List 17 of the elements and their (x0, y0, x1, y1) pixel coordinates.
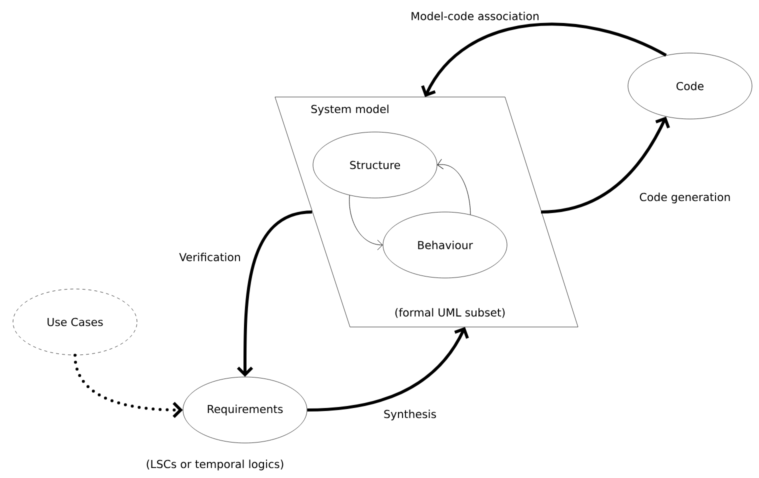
arrow (437, 158, 471, 215)
ellipse-node: Code (628, 52, 752, 120)
arrow (74, 354, 183, 418)
ellipse-node: Requirements (182, 376, 308, 444)
ellipse-node: Behaviour (382, 212, 508, 278)
arrow (421, 22, 667, 97)
arrow (540, 116, 670, 214)
arrow (307, 327, 469, 412)
edge-label: Synthesis (382, 408, 438, 422)
edge-label: Model-code association (410, 10, 540, 22)
arrow (349, 195, 383, 250)
arrow (236, 210, 312, 377)
ellipse-node: Use Cases (12, 288, 138, 356)
edge-label: Verification (178, 252, 242, 262)
edge-label: Code generation (638, 192, 732, 204)
ellipse-node: Structure (312, 132, 438, 198)
note-text: (LSCs or temporal logics) (146, 460, 284, 470)
